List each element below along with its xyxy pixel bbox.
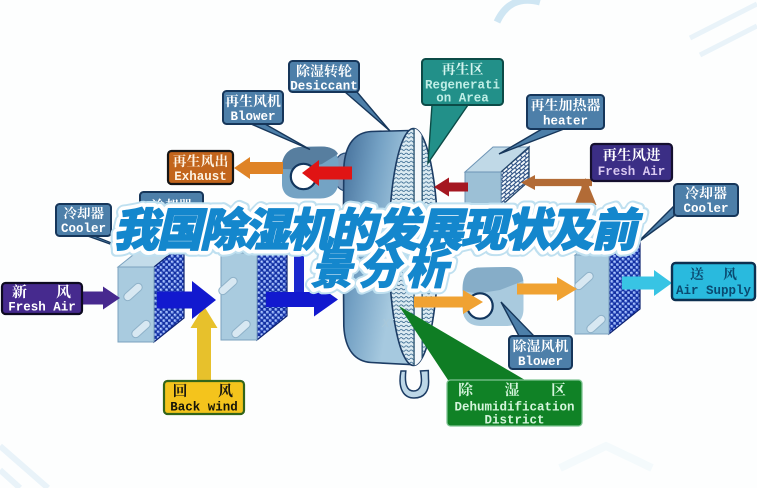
svg-text:Cooler: Cooler xyxy=(61,222,106,236)
svg-text:Blower: Blower xyxy=(230,110,275,124)
svg-text:Air Supply: Air Supply xyxy=(676,284,752,298)
svg-text:Desiccant: Desiccant xyxy=(290,80,358,94)
svg-text:Back wind: Back wind xyxy=(170,401,238,415)
svg-text:Regenerati: Regenerati xyxy=(425,79,500,93)
svg-text:Exhaust: Exhaust xyxy=(174,170,227,184)
svg-text:District: District xyxy=(484,414,544,428)
svg-text:on Area: on Area xyxy=(436,92,489,106)
svg-text:Fresh Air: Fresh Air xyxy=(598,165,666,179)
svg-text:xt: xt xyxy=(381,314,395,331)
svg-text:heater: heater xyxy=(543,115,588,129)
svg-text:Blower: Blower xyxy=(518,355,563,369)
svg-text:Fresh Air: Fresh Air xyxy=(8,301,76,315)
svg-text:Dehumidification: Dehumidification xyxy=(454,401,574,415)
svg-text:Cooler: Cooler xyxy=(683,202,728,216)
